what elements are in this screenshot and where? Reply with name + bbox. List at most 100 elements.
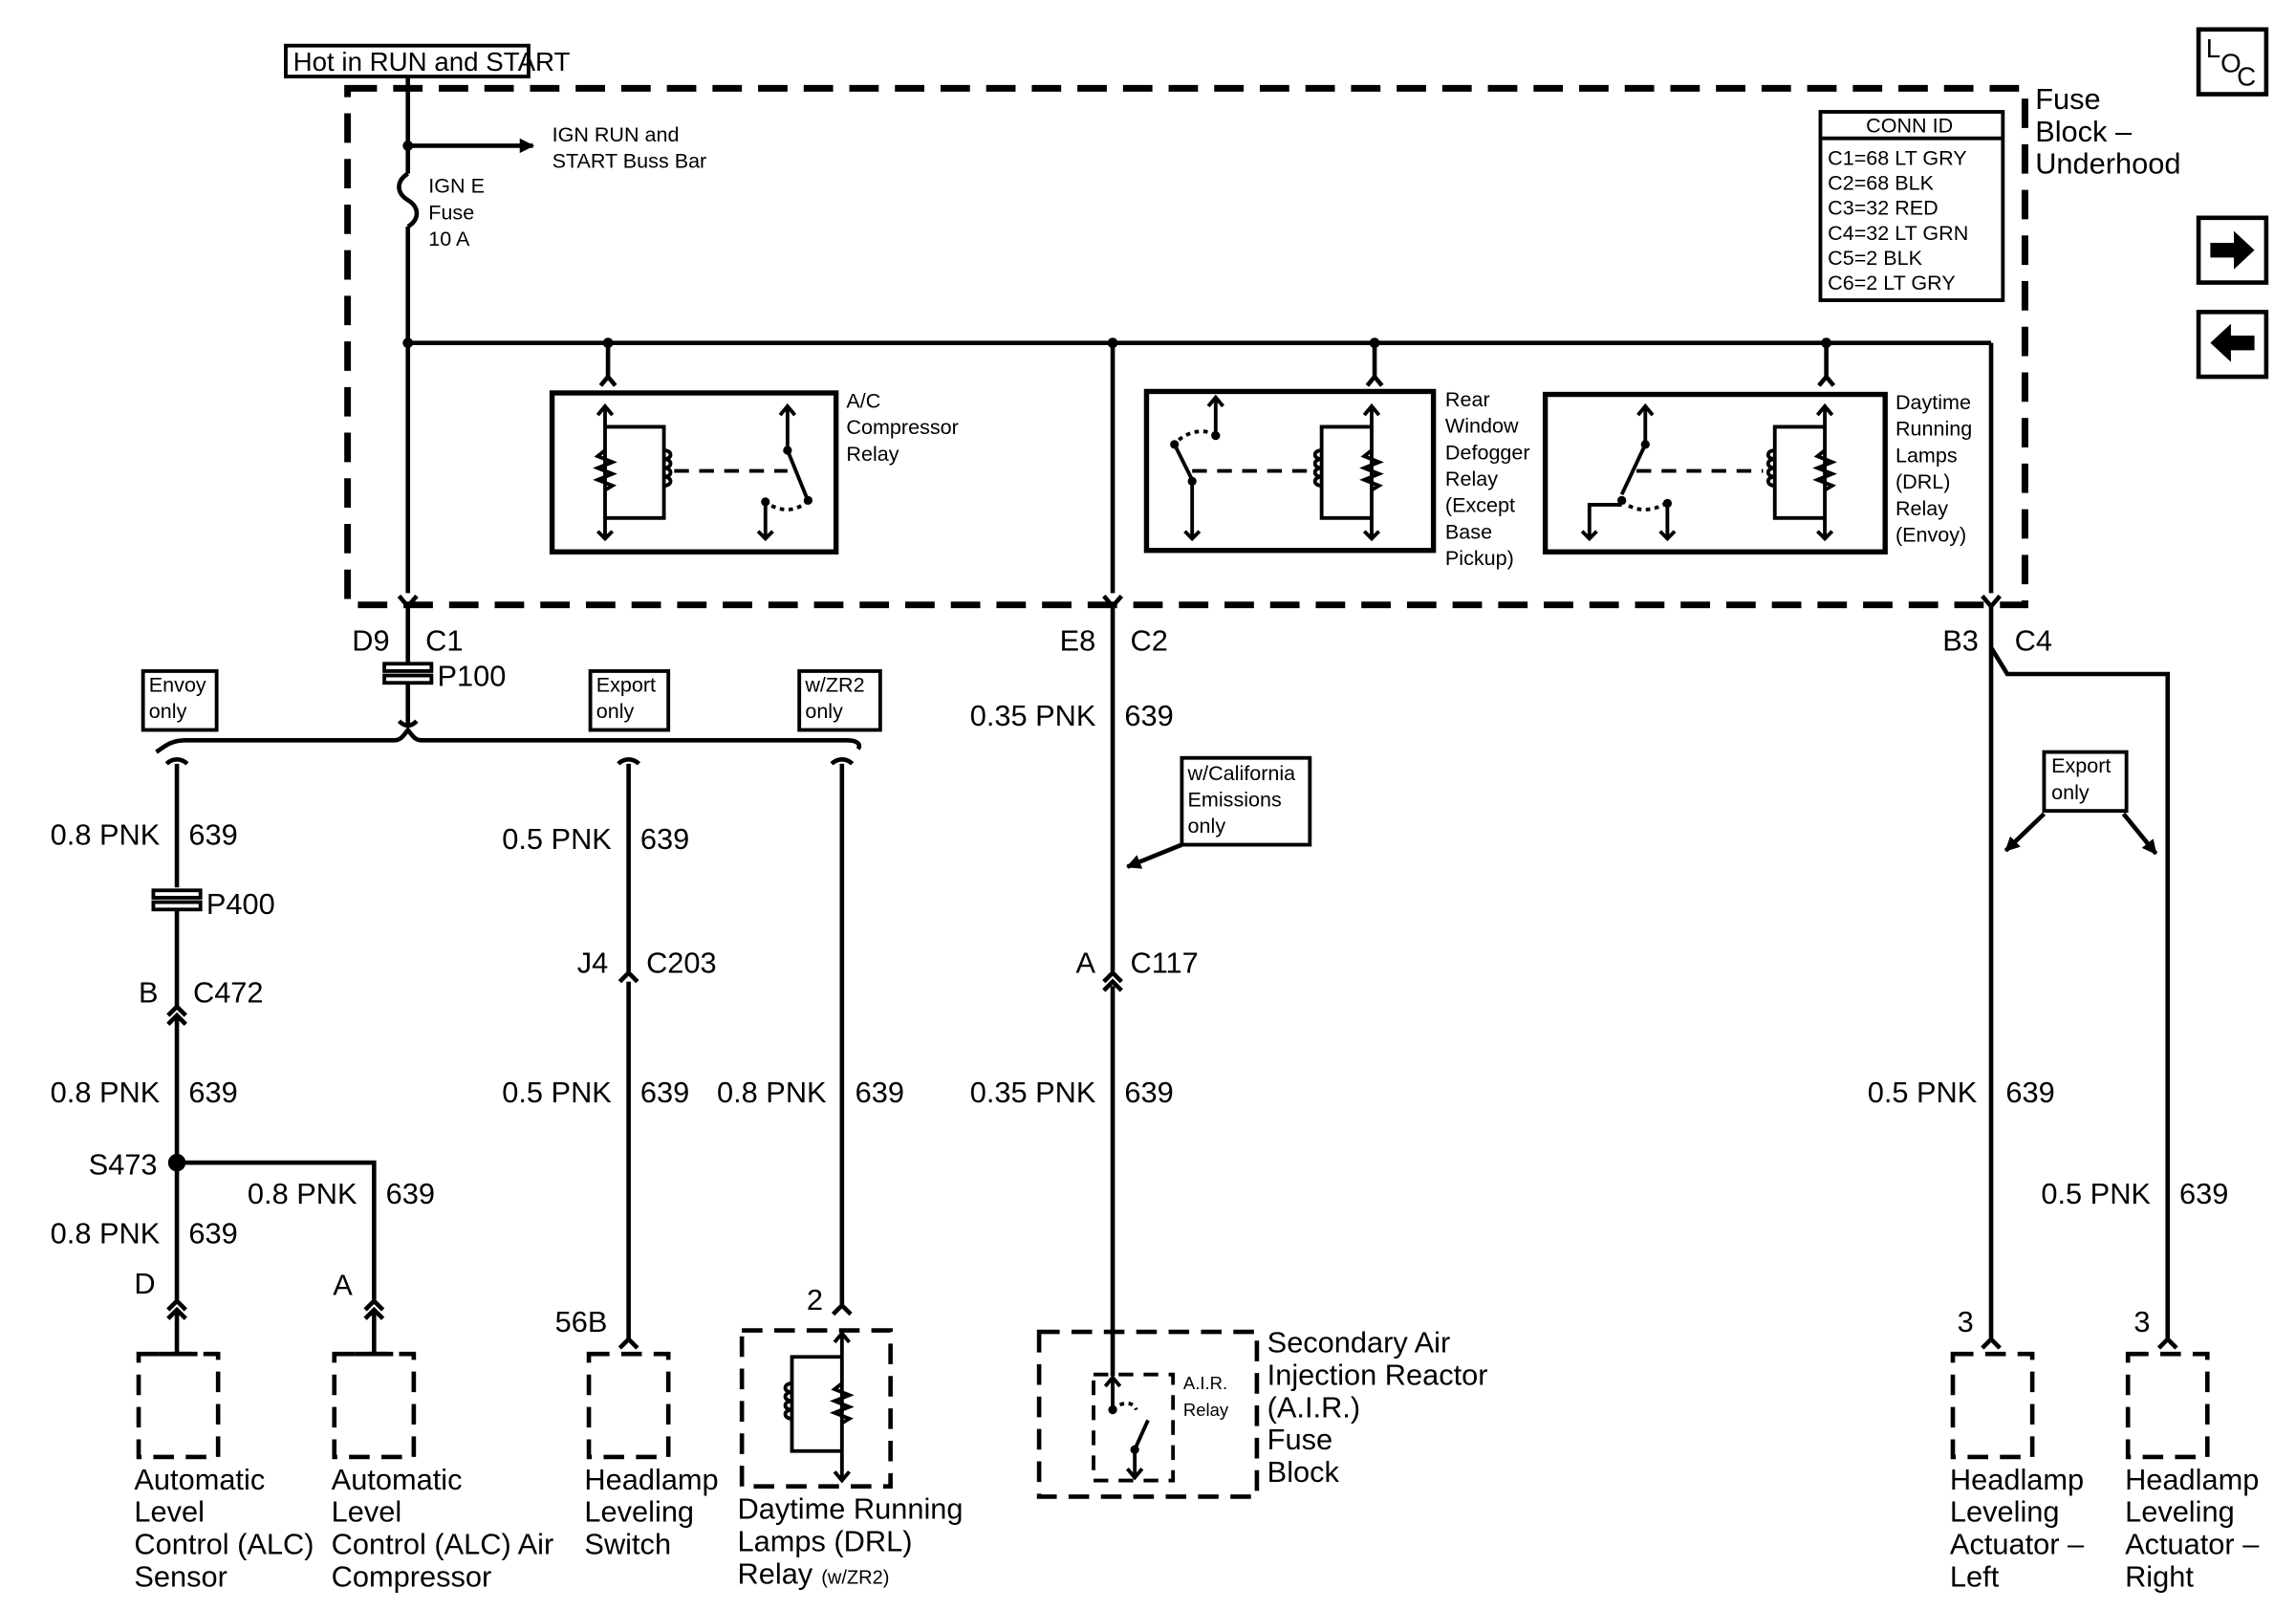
- svg-text:Daytime Running: Daytime Running: [738, 1492, 964, 1526]
- svg-text:C2: C2: [1131, 623, 1168, 657]
- svg-text:C4: C4: [2015, 623, 2052, 657]
- alc-sensor: Automatic Level Control (ALC) Sensor: [134, 1351, 314, 1593]
- svg-text:Leveling: Leveling: [1950, 1495, 2060, 1529]
- svg-text:Export: Export: [2051, 753, 2111, 777]
- svg-text:0.5 PNK: 0.5 PNK: [2041, 1177, 2151, 1210]
- svg-text:S473: S473: [89, 1147, 158, 1181]
- svg-text:0.8 PNK: 0.8 PNK: [51, 818, 161, 852]
- headlamp-actuator-right: Headlamp Leveling Actuator – Right: [2125, 1351, 2260, 1593]
- svg-text:639: 639: [640, 822, 689, 856]
- svg-text:only: only: [805, 699, 843, 723]
- svg-text:only: only: [596, 699, 635, 723]
- svg-text:B3: B3: [1942, 623, 1979, 657]
- drl-relay-zr2: Daytime Running Lamps (DRL) Relay (w/ZR2…: [738, 1328, 964, 1590]
- svg-text:C117: C117: [1131, 946, 1199, 979]
- svg-text:0.5 PNK: 0.5 PNK: [502, 1076, 612, 1109]
- svg-text:A: A: [1076, 946, 1096, 979]
- ign-e-fuse-circuit: IGN RUN and START Buss Bar IGN E Fuse 10…: [397, 76, 707, 594]
- svg-text:START Buss Bar: START Buss Bar: [552, 148, 707, 172]
- svg-text:Running: Running: [1895, 417, 1972, 441]
- svg-text:639: 639: [386, 1177, 435, 1210]
- svg-text:(Envoy): (Envoy): [1895, 522, 1966, 546]
- svg-text:Injection Reactor: Injection Reactor: [1267, 1358, 1488, 1391]
- svg-text:2: 2: [807, 1283, 823, 1316]
- power-source-label: Hot in RUN and START: [284, 43, 571, 78]
- svg-text:Fuse: Fuse: [1267, 1423, 1332, 1456]
- svg-text:639: 639: [640, 1076, 689, 1109]
- svg-text:Left: Left: [1950, 1559, 2000, 1593]
- headlamp-actuator-left: Headlamp Leveling Actuator – Left: [1950, 1351, 2085, 1593]
- svg-text:C: C: [2237, 61, 2256, 91]
- svg-text:3: 3: [2134, 1305, 2150, 1338]
- svg-text:0.35 PNK: 0.35 PNK: [970, 699, 1096, 732]
- svg-text:Fuse: Fuse: [2035, 82, 2100, 116]
- svg-text:Automatic: Automatic: [134, 1463, 265, 1496]
- svg-text:C2=68 BLK: C2=68 BLK: [1828, 171, 1934, 195]
- location-button[interactable]: L O C: [2196, 27, 2269, 97]
- svg-text:C6=2 LT GRY: C6=2 LT GRY: [1828, 271, 1956, 294]
- svg-text:(DRL): (DRL): [1895, 469, 1950, 493]
- svg-text:Control (ALC): Control (ALC): [134, 1528, 314, 1561]
- note-export-only-2: Export only: [2004, 750, 2158, 856]
- note-california-emissions: w/California Emissions only: [1126, 755, 1312, 869]
- svg-text:Relay: Relay: [738, 1556, 813, 1590]
- svg-text:3: 3: [1958, 1305, 1974, 1338]
- svg-text:B: B: [139, 975, 159, 1009]
- svg-text:0.8 PNK: 0.8 PNK: [717, 1076, 827, 1109]
- svg-text:639: 639: [2179, 1177, 2228, 1210]
- svg-text:Control (ALC) Air: Control (ALC) Air: [332, 1528, 554, 1561]
- svg-text:IGN E: IGN E: [428, 174, 485, 198]
- internal-bus: [402, 337, 1994, 594]
- svg-text:Window: Window: [1445, 414, 1519, 438]
- svg-text:639: 639: [1124, 1076, 1173, 1109]
- svg-text:w/California: w/California: [1187, 761, 1296, 785]
- svg-text:Base: Base: [1445, 519, 1492, 543]
- svg-text:Defogger: Defogger: [1445, 440, 1530, 464]
- svg-text:Underhood: Underhood: [2035, 147, 2180, 181]
- headlamp-actuator-circuit: B3 C4 0.5 PNK 639 0.5 PNK 639 3 3: [1868, 594, 2228, 1350]
- rear-defogger-relay: Rear Window Defogger Relay (Except Base …: [1143, 387, 1530, 570]
- arrow-right-icon: [2210, 230, 2255, 270]
- svg-text:Pickup): Pickup): [1445, 546, 1514, 570]
- connector-c1-d9: D9 C1 P100: [352, 594, 507, 729]
- svg-text:639: 639: [856, 1076, 904, 1109]
- fuse-block-title: Fuse Block – Underhood: [2035, 82, 2180, 181]
- note-envoy-only: Envoy only: [141, 668, 219, 732]
- svg-text:Relay: Relay: [1183, 1400, 1229, 1420]
- svg-text:P100: P100: [438, 659, 507, 692]
- svg-text:Emissions: Emissions: [1188, 788, 1282, 812]
- ac-compressor-relay: A/C Compressor Relay: [549, 388, 959, 555]
- svg-text:C1: C1: [425, 623, 463, 657]
- svg-text:0.8 PNK: 0.8 PNK: [51, 1076, 161, 1109]
- fuse-block-underhood: [344, 84, 2028, 609]
- svg-text:Leveling: Leveling: [2125, 1495, 2235, 1529]
- drl-zr2-circuit: 0.8 PNK 639 2: [717, 763, 904, 1316]
- svg-text:only: only: [149, 699, 187, 723]
- svg-text:D: D: [134, 1267, 155, 1300]
- svg-text:Right: Right: [2125, 1559, 2194, 1593]
- svg-text:C203: C203: [646, 946, 717, 979]
- svg-text:(w/ZR2): (w/ZR2): [821, 1567, 889, 1588]
- svg-text:0.5 PNK: 0.5 PNK: [502, 822, 612, 856]
- next-page-button[interactable]: [2196, 215, 2269, 285]
- svg-text:Headlamp: Headlamp: [1950, 1463, 2084, 1496]
- svg-text:A/C: A/C: [846, 388, 880, 412]
- svg-text:CONN ID: CONN ID: [1866, 114, 1953, 138]
- previous-page-button[interactable]: [2196, 310, 2269, 380]
- svg-text:Fuse: Fuse: [428, 200, 474, 224]
- svg-text:only: only: [2051, 780, 2090, 804]
- air-fuse-block: A.I.R. Relay Secondary Air Injection Rea…: [1036, 1326, 1488, 1499]
- svg-text:only: only: [1188, 814, 1226, 838]
- svg-text:J4: J4: [577, 946, 609, 979]
- svg-text:C3=32 RED: C3=32 RED: [1828, 196, 1939, 220]
- svg-text:Headlamp: Headlamp: [2125, 1463, 2259, 1496]
- svg-text:Level: Level: [134, 1495, 205, 1529]
- svg-text:(Except: (Except: [1445, 493, 1515, 517]
- svg-text:A.I.R.: A.I.R.: [1183, 1373, 1227, 1393]
- svg-text:639: 639: [188, 1217, 237, 1251]
- alc-circuit: 0.8 PNK 639 P400 B C472 0.8 PNK 639 S473…: [51, 763, 435, 1355]
- svg-text:P400: P400: [206, 887, 275, 921]
- svg-text:C472: C472: [193, 975, 264, 1009]
- branch-bus: [155, 726, 862, 766]
- svg-text:Block –: Block –: [2035, 115, 2133, 148]
